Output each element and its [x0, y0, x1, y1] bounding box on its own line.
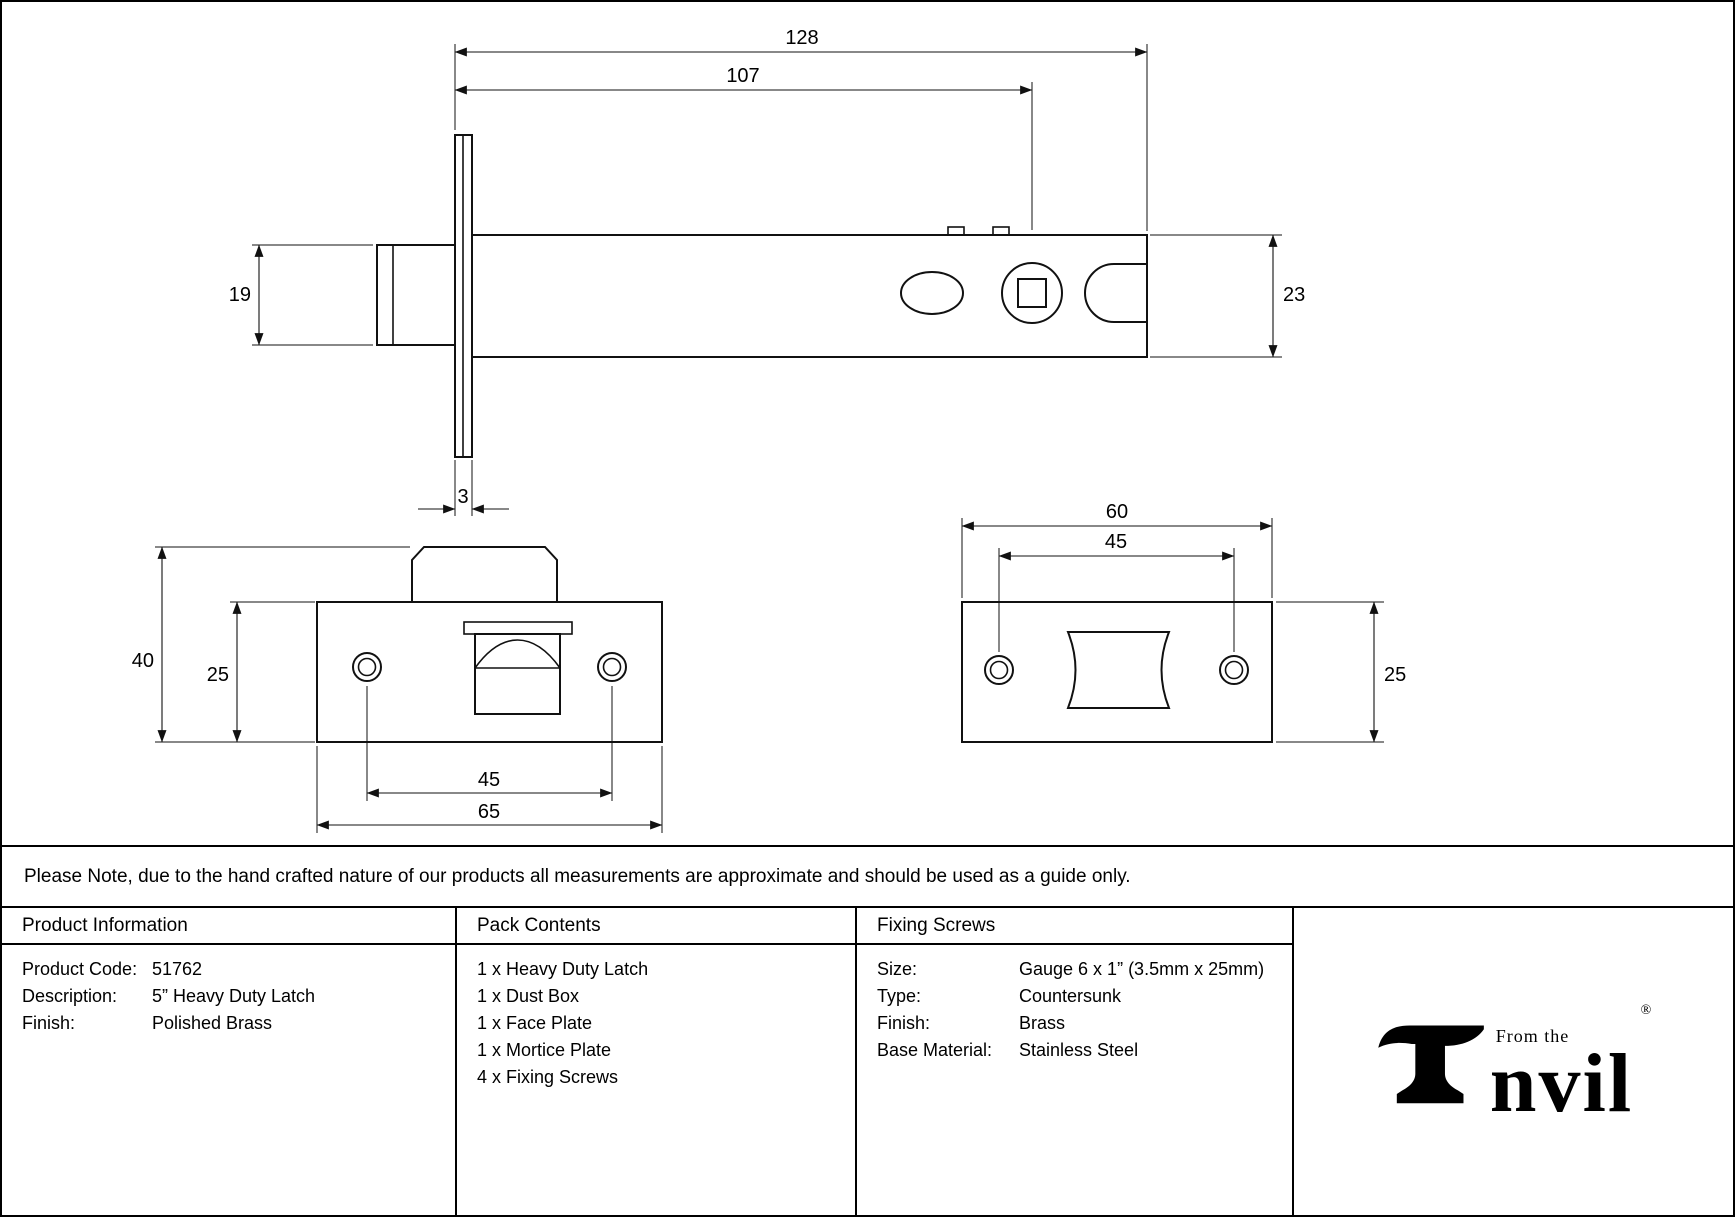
spindle-follower-circle	[1001, 262, 1063, 324]
dim-label-60: 60	[1106, 501, 1128, 523]
technical-drawing-svg: 128 107 19 23	[132, 27, 1406, 833]
measurement-note-text: Please Note, due to the hand crafted nat…	[24, 865, 1131, 887]
list-item: 1 x Face Plate	[477, 1013, 593, 1033]
case-end-notch	[1084, 263, 1147, 323]
dim-screw-centres-45-right: 45	[998, 531, 1235, 652]
product-information-column: Product Information Product Code: 51762 …	[2, 908, 455, 1215]
screw-size-value: Gauge 6 x 1” (3.5mm x 25mm)	[1019, 959, 1265, 979]
screw-type-value: Countersunk	[1019, 986, 1122, 1006]
oval-slot	[900, 271, 964, 315]
dim-label-23: 23	[1283, 284, 1305, 306]
screw-hole-right-outer	[597, 652, 627, 682]
technical-drawings-area: 128 107 19 23	[2, 2, 1733, 845]
from-the-anvil-logo: From the nvil ®	[1376, 1003, 1651, 1130]
dim-plate-width-65: 65	[316, 746, 663, 833]
table-row: Type: Countersunk	[877, 983, 1282, 1010]
description-value: 5” Heavy Duty Latch	[152, 986, 316, 1006]
screw-finish-value: Brass	[1019, 1013, 1066, 1033]
dim-label-45-left: 45	[478, 769, 500, 791]
list-item: 1 x Mortice Plate	[477, 1040, 612, 1060]
base-material-value: Stainless Steel	[1019, 1040, 1139, 1060]
dim-label-40: 40	[132, 650, 154, 672]
base-material-label: Base Material:	[877, 1040, 993, 1060]
fixing-screws-column: Fixing Screws Size: Gauge 6 x 1” (3.5mm …	[855, 908, 1292, 1215]
dim-label-25-right: 25	[1384, 664, 1406, 686]
measurement-note: Please Note, due to the hand crafted nat…	[2, 845, 1733, 908]
dim-label-19: 19	[229, 284, 251, 306]
pack-contents-body: 1 x Heavy Duty Latch 1 x Dust Box 1 x Fa…	[457, 945, 855, 1091]
dim-bolt-height-19: 19	[229, 244, 373, 346]
mortice-screw-hole-left-inner	[989, 660, 1009, 680]
list-item: 1 x Dust Box	[477, 986, 580, 1006]
fixing-tab-right	[992, 226, 1010, 236]
dim-label-107: 107	[726, 65, 759, 87]
face-plate-tab	[411, 546, 558, 602]
dim-faceplate-thickness-3: 3	[418, 460, 509, 516]
dim-label-3: 3	[457, 486, 468, 508]
fixing-screws-body: Size: Gauge 6 x 1” (3.5mm x 25mm) Type: …	[857, 945, 1292, 1064]
mortice-screw-hole-right-outer	[1219, 655, 1249, 685]
keeper-opening	[474, 633, 561, 715]
anvil-icon	[1378, 1025, 1484, 1103]
description-label: Description:	[22, 986, 118, 1006]
pack-contents-column: Pack Contents 1 x Heavy Duty Latch 1 x D…	[455, 908, 855, 1215]
finish-label: Finish:	[22, 1013, 76, 1033]
screw-hole-right-inner	[602, 657, 622, 677]
screw-hole-left-inner	[357, 657, 377, 677]
dim-mortice-width-60: 60	[961, 501, 1273, 598]
dim-plate-height-25-left: 25	[207, 601, 315, 743]
dim-label-128: 128	[785, 27, 818, 49]
dim-case-length-107: 107	[454, 65, 1033, 230]
table-row: Size: Gauge 6 x 1” (3.5mm x 25mm)	[877, 956, 1282, 983]
table-row: Finish: Polished Brass	[22, 1010, 445, 1037]
dim-overall-height-40: 40	[132, 546, 410, 743]
dim-overall-length-128: 128	[454, 27, 1148, 231]
dim-label-45-right: 45	[1105, 531, 1127, 553]
table-row: Base Material: Stainless Steel	[877, 1037, 1282, 1064]
product-code-label: Product Code:	[22, 959, 138, 979]
latch-bolt-arch	[474, 639, 561, 669]
fixing-screws-header: Fixing Screws	[857, 908, 1292, 945]
product-code-value: 51762	[152, 959, 203, 979]
table-row: Finish: Brass	[877, 1010, 1282, 1037]
dim-screw-centres-45-left: 45	[366, 686, 613, 801]
strike-opening	[1066, 631, 1171, 709]
latch-side-view: 128 107 19 23	[229, 27, 1305, 516]
dim-case-height-23: 23	[1150, 234, 1305, 358]
screw-type-label: Type:	[877, 986, 922, 1006]
product-information-header: Product Information	[2, 908, 455, 945]
logo-text-block: From the nvil	[1489, 1025, 1634, 1130]
face-plate-front-view: 40 25 45 65	[132, 546, 663, 833]
product-information-body: Product Code: 51762 Description: 5” Heav…	[2, 945, 455, 1037]
spindle-square-hole	[1017, 278, 1047, 308]
screw-size-label: Size:	[877, 959, 918, 979]
mortice-screw-hole-right-inner	[1224, 660, 1244, 680]
product-info-table: Product Information Product Code: 51762 …	[2, 908, 1733, 1215]
screw-finish-label: Finish:	[877, 1013, 931, 1033]
mortice-plate-view: 60 45 25	[961, 501, 1406, 743]
fixing-tab-left	[947, 226, 965, 236]
dim-label-25-left: 25	[207, 664, 229, 686]
brand-logo-cell: From the nvil ®	[1292, 908, 1733, 1215]
screw-hole-left-outer	[352, 652, 382, 682]
keeper-recess	[463, 621, 573, 635]
list-item: 1 x Heavy Duty Latch	[477, 959, 649, 979]
face-plate-outline	[316, 601, 663, 743]
latch-bolt	[376, 244, 456, 346]
dim-mortice-height-25: 25	[1276, 601, 1406, 743]
logo-tagline: From the	[1495, 1025, 1570, 1046]
table-row: Product Code: 51762	[22, 956, 445, 983]
logo-wordmark: nvil	[1489, 1036, 1634, 1130]
list-item: 4 x Fixing Screws	[477, 1067, 619, 1087]
pack-contents-header: Pack Contents	[457, 908, 855, 945]
registered-trademark-symbol: ®	[1640, 1002, 1652, 1018]
mortice-plate-outline	[961, 601, 1273, 743]
mortice-screw-hole-left-outer	[984, 655, 1014, 685]
dim-label-65: 65	[478, 801, 500, 823]
finish-value: Polished Brass	[152, 1013, 273, 1033]
table-row: Description: 5” Heavy Duty Latch	[22, 983, 445, 1010]
